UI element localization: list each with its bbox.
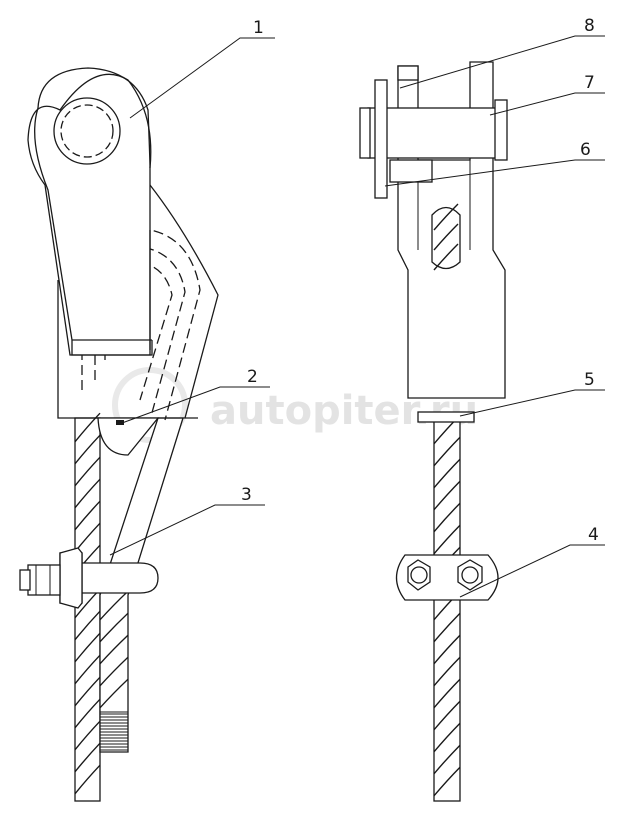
callout-2-label: 2	[247, 367, 258, 387]
rope-strand	[74, 764, 101, 795]
callout-8-label: 8	[584, 16, 595, 36]
rope-strand	[74, 500, 101, 531]
callout-5-label: 5	[584, 370, 595, 390]
rope-strand	[433, 458, 461, 489]
rope-strand	[433, 612, 461, 643]
callout-4: 4	[459, 525, 605, 598]
rope-strand	[433, 502, 461, 533]
rope-strand	[99, 656, 129, 687]
rope-strand	[74, 456, 101, 487]
rope-strand	[433, 722, 461, 753]
rope-strand	[433, 243, 459, 271]
left-view	[19, 67, 219, 802]
callout-5: 5	[459, 370, 605, 417]
bottom-washer	[417, 411, 475, 423]
right-rope	[433, 414, 461, 802]
rope-strand	[99, 612, 129, 643]
rope-strand	[74, 698, 101, 729]
callout-1-label: 1	[253, 18, 264, 38]
callout-6: 6	[384, 140, 605, 187]
callout-4-label: 4	[588, 525, 599, 545]
rope-strand	[74, 610, 101, 641]
socket-body	[27, 67, 219, 456]
callouts: 1 2 3 4 5 6 7 8	[109, 16, 605, 598]
cotter-pin	[374, 65, 433, 199]
rope-strand	[433, 223, 459, 251]
rope-strand	[99, 678, 129, 709]
rope-strand	[74, 742, 101, 773]
callout-7: 7	[489, 73, 605, 116]
rope-strand	[433, 524, 461, 555]
u-bolt-clamp	[19, 547, 159, 609]
right-view	[359, 61, 508, 802]
callout-3: 3	[109, 485, 265, 556]
double-bolt-clamp	[395, 554, 499, 601]
rope-strand	[74, 720, 101, 751]
callout-2: 2	[121, 367, 270, 424]
rope-strand	[99, 634, 129, 665]
rope-strand	[74, 412, 101, 443]
callout-6-label: 6	[580, 140, 591, 160]
rope-strand	[74, 654, 101, 685]
rope-strand	[433, 656, 461, 687]
rope-strand	[74, 676, 101, 707]
rope-strand	[433, 678, 461, 709]
rope-strand	[433, 744, 461, 775]
callout-3-label: 3	[241, 485, 252, 505]
rope-strand	[433, 634, 461, 665]
rope-strand	[74, 478, 101, 509]
rope-strand	[433, 480, 461, 511]
rope-strand	[74, 434, 101, 465]
rope-strand	[433, 700, 461, 731]
callout-1: 1	[129, 18, 275, 119]
pin	[359, 99, 508, 161]
rope-strand	[433, 436, 461, 467]
rope-strand	[74, 632, 101, 663]
callout-7-label: 7	[584, 73, 595, 93]
whipped-rope-end	[99, 711, 129, 753]
rope-strand	[433, 203, 459, 231]
callout-8: 8	[399, 16, 605, 89]
rope-strand	[433, 766, 461, 797]
